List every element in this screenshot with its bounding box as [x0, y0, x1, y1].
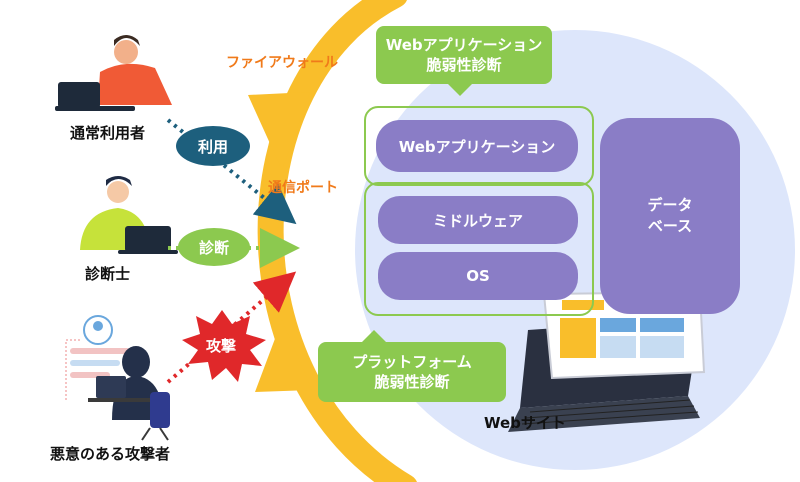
web-app-layer: Webアプリケーション: [376, 120, 578, 172]
firewall-arrowhead-bottom-icon: [255, 320, 312, 392]
diagnostician-label: 診断士: [85, 265, 131, 283]
attack-label: 攻撃: [206, 337, 237, 355]
attack-arrow: [166, 271, 297, 384]
middleware-layer: ミドルウェア: [378, 196, 578, 244]
web-app-vuln-line-1: Webアプリケーション: [385, 35, 543, 54]
use-bubble: 利用: [176, 126, 250, 166]
platform-vuln-line-2: 脆弱性診断: [374, 373, 450, 391]
website-laptop-illustration: [508, 290, 706, 432]
regular-user-illustration: [55, 35, 172, 111]
database-line-1: データ: [647, 196, 693, 214]
platform-vuln-line-1: プラットフォーム: [352, 352, 472, 371]
os-layer: OS: [378, 252, 578, 300]
web-app-scope-frame: [364, 106, 594, 186]
web-app-vuln-callout: Webアプリケーション 脆弱性診断: [376, 26, 552, 84]
platform-scope-frame: [364, 182, 594, 316]
web-app-vuln-line-2: 脆弱性診断: [426, 56, 502, 74]
attack-burst-icon: [182, 310, 266, 382]
database-block: データ ベース: [600, 118, 740, 314]
platform-callout-tail: [362, 330, 386, 342]
website-label: Webサイト: [484, 414, 566, 432]
firewall-arrowhead-top-icon: [248, 92, 310, 170]
attacker-label: 悪意のある攻撃者: [50, 445, 171, 463]
platform-vuln-callout: プラットフォーム 脆弱性診断: [318, 342, 506, 402]
diagnosis-bubble: 診断: [178, 228, 250, 266]
comm-port-label: 通信ポート: [268, 180, 338, 196]
web-app-callout-tail: [448, 84, 472, 96]
diagnostician-illustration: [80, 176, 178, 254]
firewall-label: ファイアウォール: [226, 55, 338, 71]
attacker-illustration: [65, 315, 170, 441]
regular-user-label: 通常利用者: [70, 124, 146, 142]
database-line-2: ベース: [647, 217, 693, 235]
